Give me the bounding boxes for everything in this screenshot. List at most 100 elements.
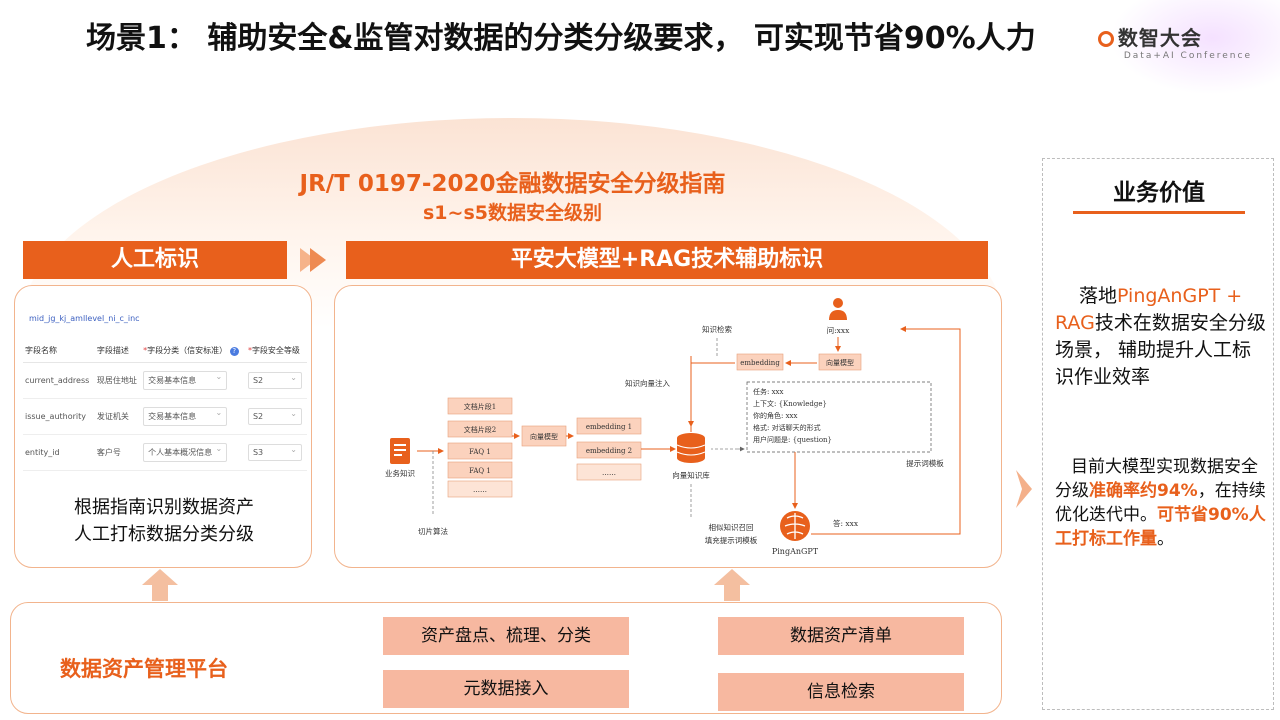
table-header: 字段名称 <box>23 339 95 363</box>
logo-glow <box>1110 0 1280 95</box>
chunk-label: 文档片段1 <box>464 402 496 411</box>
recall-label-line2: 填充提示词模板 <box>705 535 758 545</box>
manual-caption-line1: 根据指南识别数据资产 <box>74 497 254 518</box>
embedding-query-label: embedding <box>740 359 780 367</box>
brain-icon <box>780 511 810 541</box>
category-select[interactable]: 个人基本概况信息 <box>143 443 228 462</box>
chunk-label: 文档片段2 <box>464 425 496 434</box>
chunk-box <box>447 442 513 460</box>
level-select[interactable]: S2 <box>247 408 302 425</box>
embedding-query-box <box>736 353 784 371</box>
llm-label: PingAnGPT <box>772 547 819 556</box>
logo-mark-icon <box>1097 31 1114 47</box>
table-row: entity_id 客户号 个人基本概况信息 S3 <box>23 434 307 471</box>
prompt-template-box <box>746 381 932 453</box>
prompt-line: 格式: 对话聊天的形式 <box>753 423 821 432</box>
database-icon <box>676 433 706 463</box>
category-select[interactable]: 交易基本信息 <box>143 371 228 390</box>
help-icon[interactable]: ? <box>229 347 239 356</box>
value-paragraph-1: 落地PingAnGPT + RAG技术在数据安全分级场景， 辅助提升人工标识作业… <box>1055 285 1266 388</box>
prompt-line: 任务: xxx <box>753 387 783 396</box>
question-label: 问:xxx <box>827 326 850 335</box>
table-row: issue_authority 发证机关 交易基本信息 S2 <box>23 398 307 435</box>
field-desc: 客户号 <box>94 434 142 471</box>
user-icon <box>829 298 847 320</box>
prompt-line: 用户问题是: {question} <box>753 435 832 444</box>
chunk-label: FAQ 1 <box>469 467 491 475</box>
up-arrow-icon <box>142 569 178 601</box>
platform-chip-metadata: 元数据接入 <box>383 670 629 708</box>
slicing-label: 切片算法 <box>418 526 448 536</box>
chunk-box <box>447 461 513 479</box>
category-select[interactable]: 交易基本信息 <box>143 407 228 426</box>
level-select[interactable]: S2 <box>247 372 302 389</box>
double-chevron-right-icon <box>300 248 326 272</box>
chunk-box <box>447 480 513 498</box>
embedding-label: embedding 1 <box>586 423 632 431</box>
field-table-screenshot: mid_jg_kj_amllevel_ni_c_inc 字段名称 字段描述 *字… <box>23 314 307 471</box>
inject-label: 知识向量注入 <box>625 378 670 388</box>
vector-db-label: 向量知识库 <box>672 470 710 480</box>
table-header: *字段安全等级 <box>245 339 307 363</box>
up-arrow-icon <box>714 569 750 601</box>
rag-panel: 业务知识 切片算法 文档片段1 文档片段2 FAQ 1 FAQ 1 …… 向量模… <box>334 285 1002 568</box>
chunk-box <box>447 420 513 438</box>
value-highlight: PingAnGPT + RAG <box>1055 285 1243 334</box>
slide-title: 场景1： 辅助安全&监管对数据的分类分级要求， 可实现节省90%人力 <box>86 21 1036 56</box>
table-caption: mid_jg_kj_amllevel_ni_c_inc <box>29 314 140 323</box>
conference-logo: 数智大会 Data+AI Conference <box>1097 22 1252 61</box>
field-name: current_address <box>23 362 95 399</box>
chunk-box <box>447 397 513 415</box>
retrieval-label: 知识检索 <box>702 324 732 334</box>
platform-chip-asset-list: 数据资产清单 <box>718 617 964 655</box>
chunk-label: FAQ 1 <box>469 448 491 456</box>
manual-panel: mid_jg_kj_amllevel_ni_c_inc 字段名称 字段描述 *字… <box>14 285 312 568</box>
vector-model-top-box <box>818 353 862 371</box>
prompt-line: 你的角色: xxx <box>753 411 797 420</box>
chunk-label: …… <box>473 486 487 494</box>
platform-chip-inventory: 资产盘点、梳理、分类 <box>383 617 629 655</box>
table-row: current_address 现居住地址 交易基本信息 S2 <box>23 362 307 399</box>
rag-label-bar: 平安大模型+RAG技术辅助标识 <box>346 241 988 279</box>
logo-name: 数智大会 <box>1117 26 1202 50</box>
chevron-right-icon <box>1016 470 1032 508</box>
field-desc: 发证机关 <box>94 398 142 435</box>
embedding-label: embedding 2 <box>586 447 632 455</box>
value-paragraph-2: 目前大模型实现数据安全分级准确率约94%，在持续优化迭代中。可节省90%人工打标… <box>1055 457 1266 549</box>
chunk-list: 文档片段1 文档片段2 FAQ 1 FAQ 1 …… <box>447 397 513 498</box>
prompt-template-label: 提示词模板 <box>906 458 944 468</box>
platform-chip-search: 信息检索 <box>718 673 964 711</box>
field-desc: 现居住地址 <box>94 362 142 399</box>
field-name: issue_authority <box>23 398 95 435</box>
logo-subtitle: Data+AI Conference <box>1123 51 1252 61</box>
field-name: entity_id <box>23 434 95 471</box>
embedding-box <box>576 463 642 481</box>
manual-caption: 根据指南识别数据资产 人工打标数据分类分级 <box>15 494 313 548</box>
embedding-box <box>576 417 642 435</box>
vector-model-top-label: 向量模型 <box>826 358 854 367</box>
value-title-underline <box>1073 211 1245 214</box>
standard-subtitle: s1~s5数据安全级别 <box>423 202 602 224</box>
business-value-box: 业务价值 落地PingAnGPT + RAG技术在数据安全分级场景， 辅助提升人… <box>1042 158 1274 710</box>
biz-knowledge-label: 业务知识 <box>385 468 415 478</box>
answer-label: 答: xxx <box>833 518 859 528</box>
vector-model-label: 向量模型 <box>530 432 558 441</box>
table-header: 字段描述 <box>94 339 142 363</box>
manual-label-bar: 人工标识 <box>23 241 287 279</box>
accuracy-highlight: 准确率约94% <box>1089 481 1198 501</box>
value-title: 业务价值 <box>1113 180 1205 206</box>
table-header-row: 字段名称 字段描述 *字段分类（信安标准） ? *字段安全等级 <box>23 339 307 363</box>
platform-label: 数据资产管理平台 <box>60 657 228 681</box>
standard-title: JR/T 0197-2020金融数据安全分级指南 <box>299 171 726 197</box>
recall-label-line1: 相似知识召回 <box>709 522 754 532</box>
embedding-label: …… <box>602 469 616 477</box>
document-icon <box>390 438 410 464</box>
rag-flow-diagram: 业务知识 切片算法 文档片段1 文档片段2 FAQ 1 FAQ 1 …… 向量模… <box>385 298 961 556</box>
embedding-box <box>576 441 642 459</box>
field-table: 字段名称 字段描述 *字段分类（信安标准） ? *字段安全等级 current_… <box>23 339 307 471</box>
table-header: *字段分类（信安标准） ? <box>141 339 246 363</box>
prompt-line: 上下文: {Knowledge} <box>753 399 827 408</box>
level-select[interactable]: S3 <box>247 444 302 461</box>
manual-caption-line2: 人工打标数据分类分级 <box>74 524 254 545</box>
savings-highlight: 可节省90%人工打标工作量 <box>1055 505 1266 549</box>
